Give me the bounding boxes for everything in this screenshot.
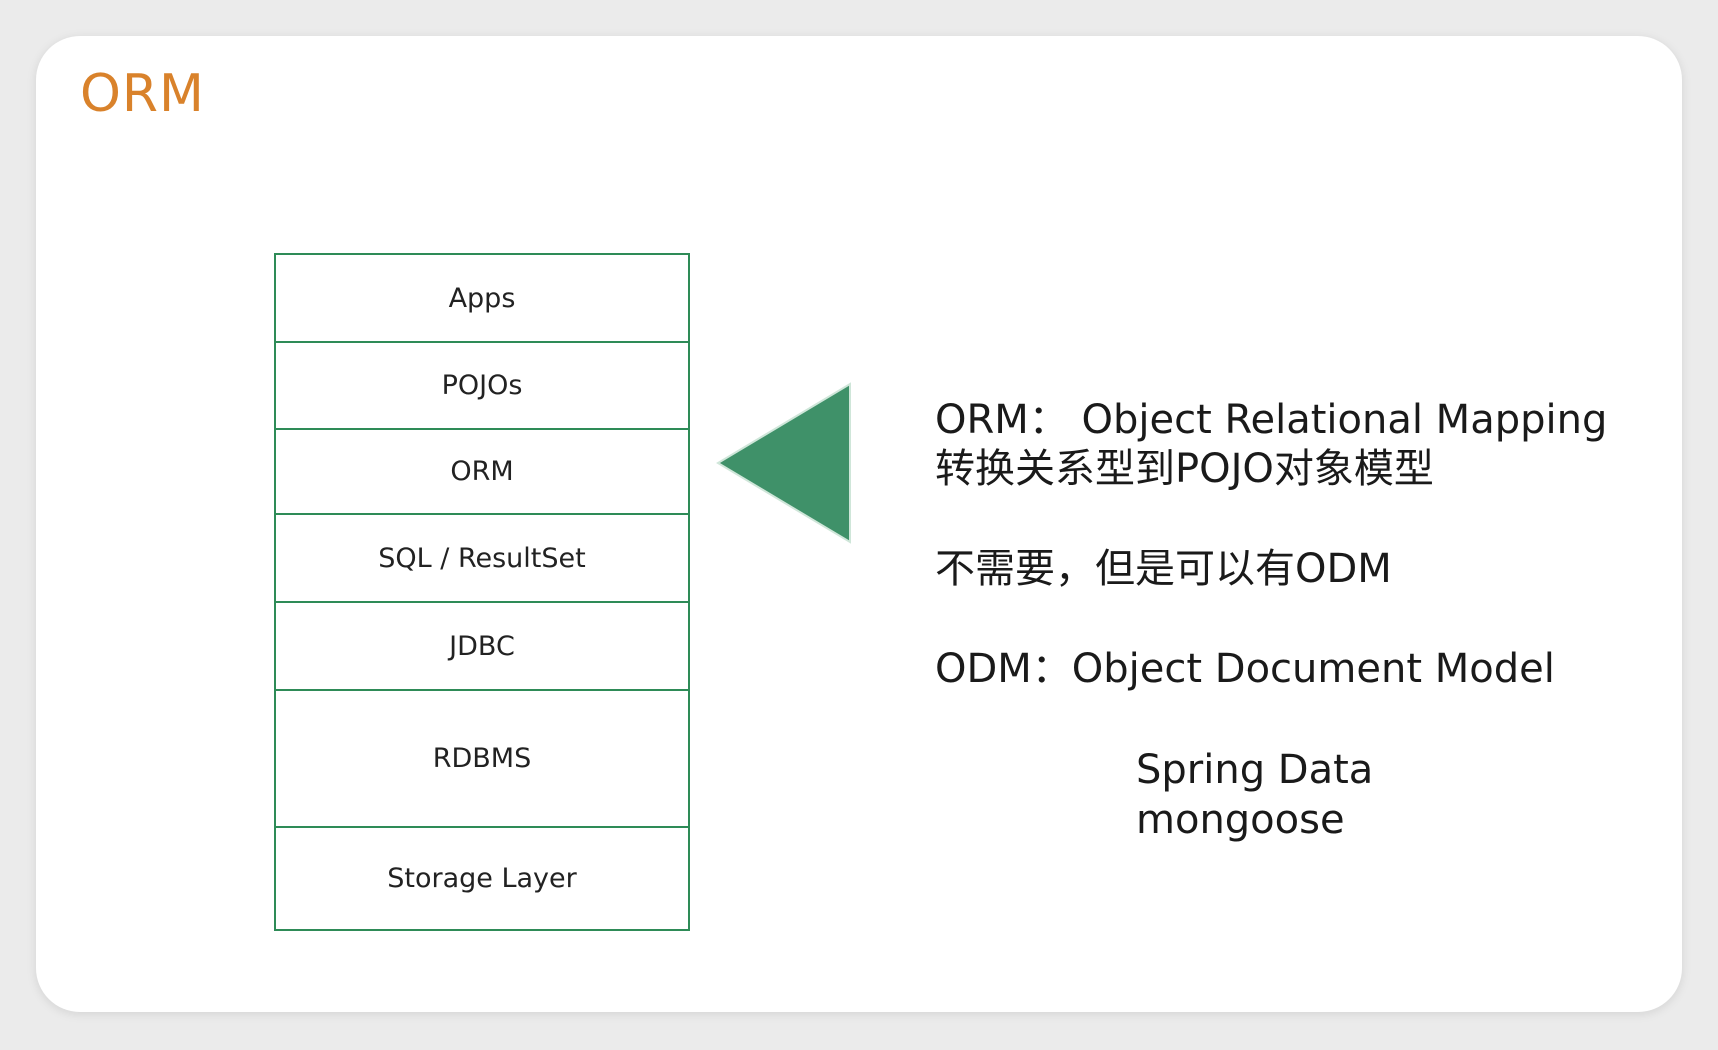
orm-explanation: 转换关系型到POJO对象模型 bbox=[935, 446, 1434, 492]
layer-jdbc: JDBC bbox=[276, 603, 688, 691]
layer-storage: Storage Layer bbox=[387, 863, 577, 894]
layer-pojos: POJOs bbox=[276, 343, 688, 430]
layer-stack: Apps POJOs ORM SQL / ResultSet JDBC RDBM… bbox=[274, 253, 690, 931]
orm-definition: ORM： Object Relational Mapping bbox=[935, 397, 1608, 443]
example-mongoose: mongoose bbox=[1136, 797, 1345, 843]
slide-title: ORM bbox=[80, 64, 205, 124]
layer-sql-resultset: SQL / ResultSet bbox=[276, 515, 688, 603]
layer-apps: Apps bbox=[276, 255, 688, 343]
layer-orm: ORM bbox=[276, 430, 688, 515]
layer-rdbms: RDBMS bbox=[276, 691, 688, 828]
example-spring-data: Spring Data bbox=[1136, 747, 1374, 793]
pointer-arrow-icon bbox=[716, 382, 851, 544]
not-needed-note: 不需要，但是可以有ODM bbox=[935, 546, 1392, 592]
odm-definition: ODM：Object Document Model bbox=[935, 646, 1555, 692]
slide: ORM Apps POJOs ORM SQL / ResultSet JDBC … bbox=[36, 36, 1682, 1012]
